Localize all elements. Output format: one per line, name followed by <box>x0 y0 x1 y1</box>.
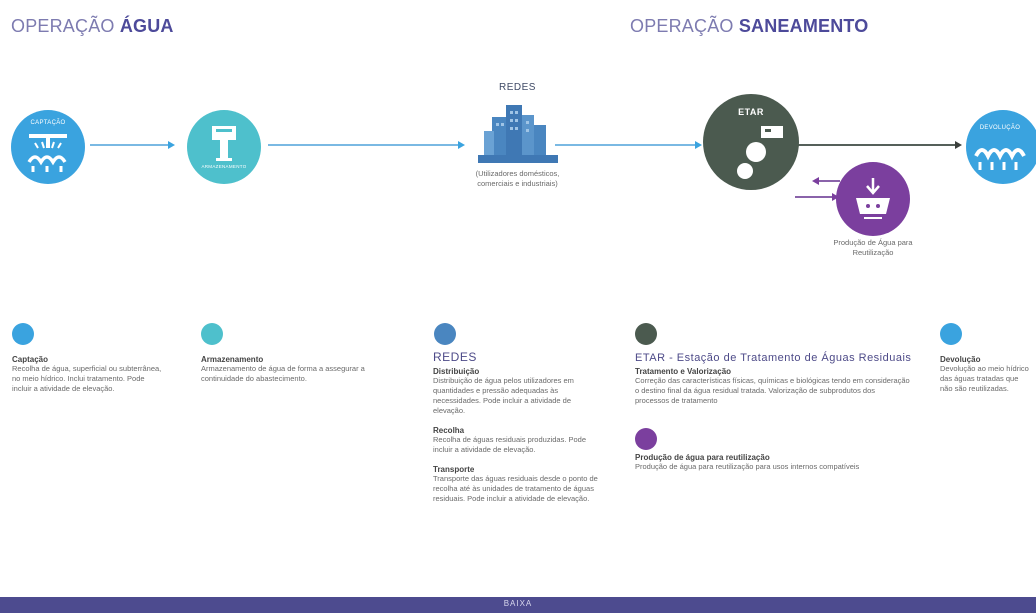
flow-line-reuse-in <box>818 180 840 182</box>
water-tower-icon <box>212 126 236 161</box>
armazenamento-legend-text: Armazenamento de água de forma a assegur… <box>201 364 365 383</box>
etar-label: ETAR <box>738 107 764 117</box>
redes-node: REDES (Utilizadores domésticos, comercia… <box>470 82 565 189</box>
devolucao-legend-title: Devolução <box>940 355 981 364</box>
water-intake-icon <box>27 134 67 172</box>
distribuicao-title: Distribuição <box>433 367 480 376</box>
reuse-dot <box>635 428 657 450</box>
recolha-text: Recolha de águas residuais produzidas. P… <box>433 435 587 454</box>
arrow-icon <box>955 141 962 149</box>
reuse-legend: Produção de água para reutilização Produ… <box>635 453 910 472</box>
captacao-node: CAPTAÇÃO <box>11 110 85 184</box>
tratamento-text: Correção das características físicas, qu… <box>635 376 910 405</box>
flow-line-reuse-out <box>795 196 833 198</box>
water-reuse-icon <box>856 178 890 219</box>
redes-legend: REDES Distribuição Distribuição de água … <box>433 350 598 504</box>
flow-line-captacao <box>90 144 170 146</box>
captacao-icon-label: CAPTAÇÃO <box>30 120 66 126</box>
armazenamento-dot <box>201 323 223 345</box>
redes-label: REDES <box>499 82 536 93</box>
armazenamento-legend: Armazenamento Armazenamento de água de f… <box>201 355 401 384</box>
arrow-icon <box>458 141 465 149</box>
devolucao-node: DEVOLUÇÃO <box>966 110 1036 184</box>
baixa-bar: BAIXA <box>0 597 1036 613</box>
tratamento-title: Tratamento e Valorização <box>635 367 732 376</box>
arrow-icon <box>168 141 175 149</box>
arrow-icon <box>695 141 702 149</box>
captacao-legend-text: Recolha de água, superficial ou subterrâ… <box>12 364 162 393</box>
captacao-legend-title: Captação <box>12 355 49 364</box>
reuse-legend-text: Produção de água para reutilização para … <box>635 462 860 471</box>
arrow-icon <box>832 193 839 201</box>
devolucao-legend-text: Devolução ao meio hídrico das águas trat… <box>940 364 1029 393</box>
devolucao-icon-label: DEVOLUÇÃO <box>979 125 1021 131</box>
operacao-agua-title: OPERAÇÃO ÁGUA <box>11 16 174 36</box>
recolha-title: Recolha <box>433 426 465 435</box>
distribuicao-text: Distribuição de água pelos utilizadores … <box>433 376 574 415</box>
operacao-saneamento-title: OPERAÇÃO SANEAMENTO <box>630 16 869 36</box>
redes-legend-heading: REDES <box>433 350 477 364</box>
armazenamento-node: ARMAZENAMENTO <box>187 110 261 184</box>
treatment-plant-icon <box>737 126 783 179</box>
reuse-node <box>836 162 910 236</box>
reuse-caption: Produção de Água para Reutilização <box>833 238 913 257</box>
etar-legend: ETAR - Estação de Tratamento de Águas Re… <box>635 352 912 406</box>
water-return-icon <box>974 148 1026 170</box>
arrow-left-icon <box>812 177 819 185</box>
armazenamento-icon-label: ARMAZENAMENTO <box>201 164 247 169</box>
captacao-legend: Captação Recolha de água, superficial ou… <box>12 355 162 394</box>
flow-line-armazenamento <box>268 144 460 146</box>
flow-line-etar <box>795 144 957 146</box>
transporte-title: Transporte <box>433 465 475 474</box>
etar-legend-heading: ETAR - Estação de Tratamento de Águas Re… <box>635 352 912 364</box>
flow-line-redes <box>555 144 697 146</box>
reuse-legend-title: Produção de água para reutilização <box>635 453 770 462</box>
redes-dot <box>434 323 456 345</box>
redes-caption: (Utilizadores domésticos, comerciais e i… <box>475 169 560 188</box>
etar-dot <box>635 323 657 345</box>
devolucao-dot <box>940 323 962 345</box>
baixa-label: BAIXA <box>503 599 533 608</box>
city-buildings-icon <box>478 105 558 163</box>
devolucao-legend: Devolução Devolução ao meio hídrico das … <box>940 355 1032 394</box>
captacao-dot <box>12 323 34 345</box>
armazenamento-legend-title: Armazenamento <box>201 355 264 364</box>
transporte-text: Transporte das águas residuais desde o p… <box>433 474 598 503</box>
etar-node: ETAR <box>703 94 799 190</box>
